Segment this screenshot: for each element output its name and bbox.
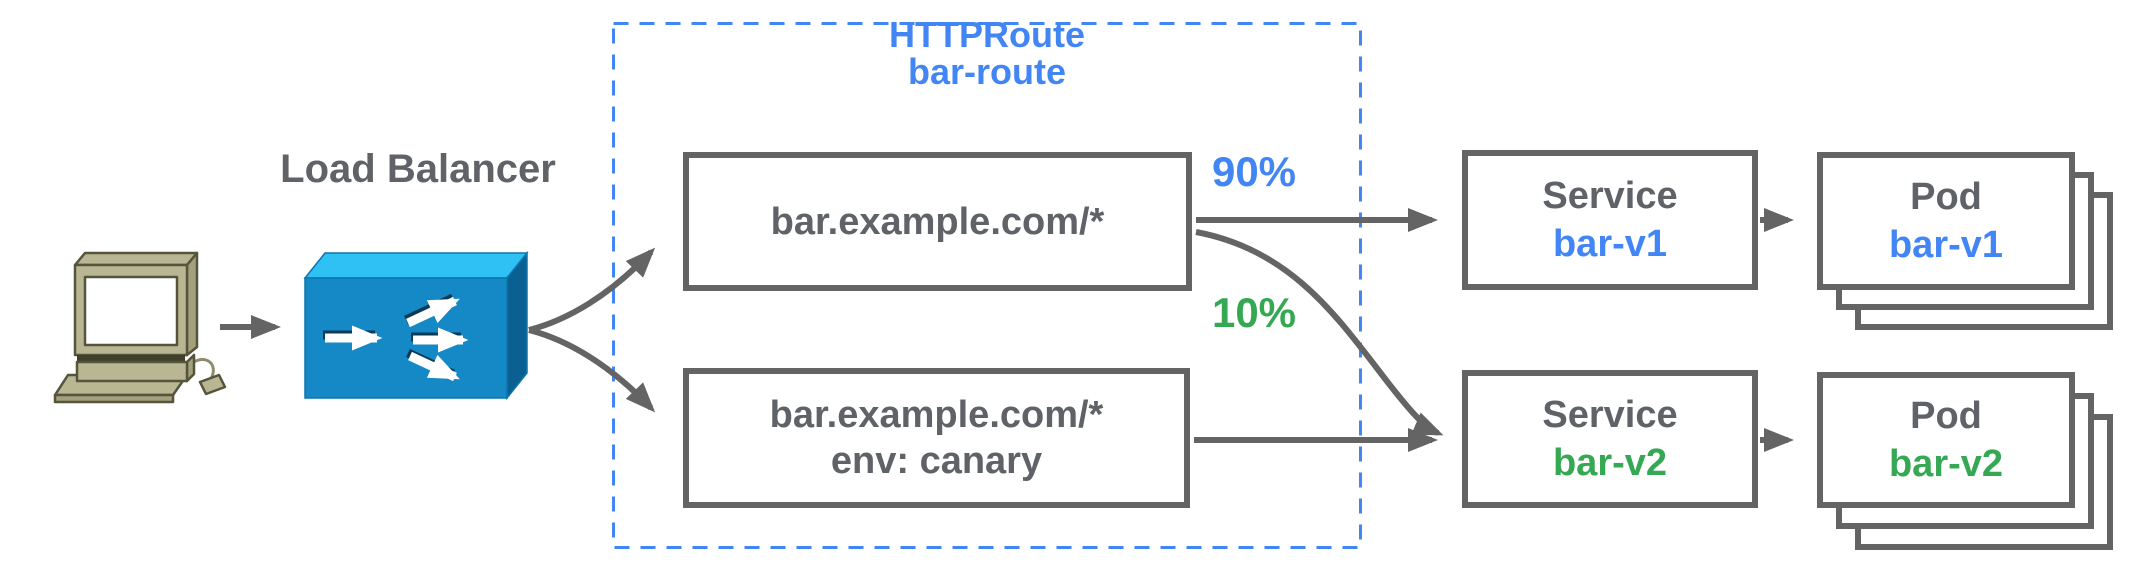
pod-v1-name: bar-v1 [1888, 224, 2004, 266]
pod-v2-box: Pod bar-v2 [1817, 372, 2075, 508]
weight-90-label: 90% [1211, 148, 1297, 195]
service-v1-name: bar-v1 [1552, 223, 1668, 265]
service-v2-kind: Service [1542, 394, 1678, 436]
httproute-title: HTTPRoute bar-route [613, 16, 1361, 90]
httproute-kind: HTTPRoute [889, 14, 1085, 55]
computer-icon [53, 251, 227, 404]
httproute-group-border [612, 22, 1362, 549]
rule-canary-match: bar.example.com/* [769, 394, 1104, 436]
rule-default-match: bar.example.com/* [770, 200, 1105, 243]
service-v1-box: Service bar-v1 [1462, 150, 1758, 290]
edge-lb-to-rule-canary [528, 327, 656, 413]
weight-10-label: 10% [1211, 289, 1297, 336]
load-balancer-fanout-icon [303, 250, 529, 401]
rule-canary-header: env: canary [830, 440, 1043, 482]
pod-v1-box: Pod bar-v1 [1817, 152, 2075, 290]
service-v2-box: Service bar-v2 [1462, 370, 1758, 508]
edge-rule-default-to-service-v2 [1195, 229, 1444, 436]
pod-v2-kind: Pod [1910, 395, 1982, 437]
httproute-name: bar-route [907, 51, 1066, 92]
load-balancer-label: Load Balancer [280, 147, 556, 191]
service-v2-name: bar-v2 [1552, 442, 1668, 484]
rule-default-box: bar.example.com/* [683, 152, 1192, 291]
service-v1-kind: Service [1542, 175, 1678, 217]
pod-v2-name: bar-v2 [1888, 443, 2004, 485]
edge-lb-to-rule-default [528, 247, 656, 333]
pod-v1-kind: Pod [1910, 176, 1982, 218]
rule-canary-box: bar.example.com/* env: canary [683, 368, 1190, 508]
